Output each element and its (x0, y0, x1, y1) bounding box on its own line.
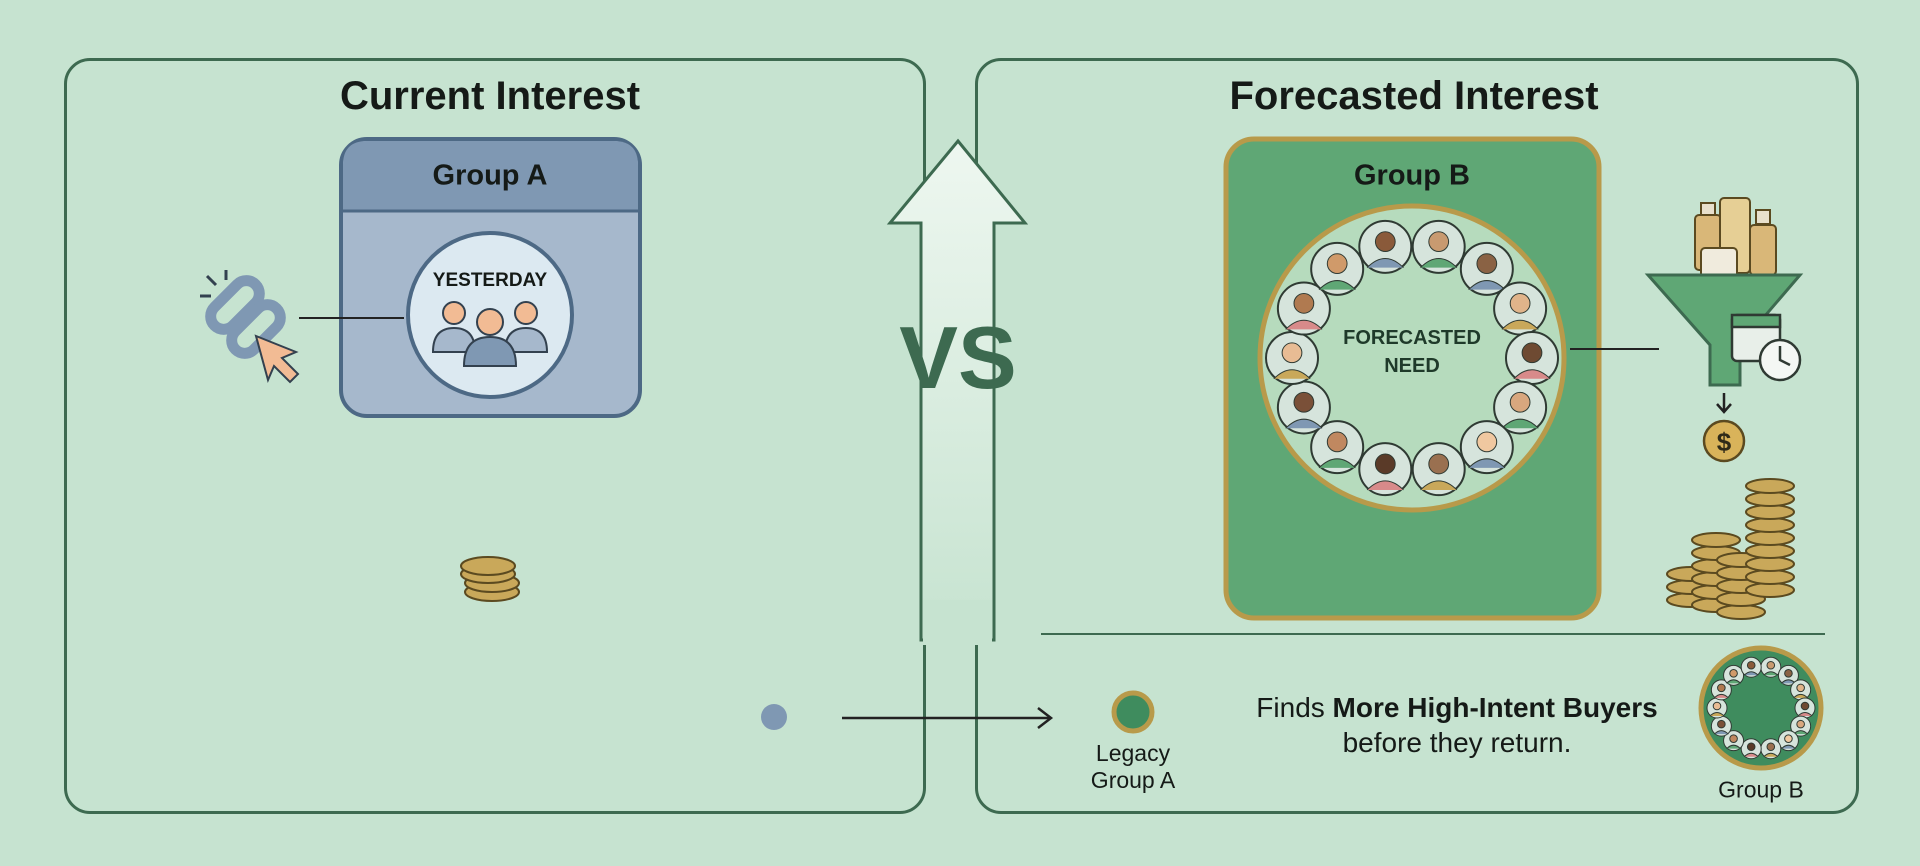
svg-text:$: $ (1717, 427, 1732, 457)
person-avatar-icon (1505, 331, 1559, 385)
down-arrow-icon (1716, 393, 1732, 414)
person-avatar-icon (1740, 656, 1762, 678)
person-avatar-icon (1790, 679, 1812, 701)
person-avatar-icon (1411, 442, 1466, 497)
coin-icon (1745, 582, 1795, 598)
person-avatar-icon (1777, 730, 1799, 752)
person-avatar-icon (1760, 656, 1782, 678)
group-b-mini-label: Group B (1718, 776, 1804, 803)
footer-message: Finds More High-Intent Buyers before the… (1256, 692, 1658, 758)
coin-stacks-icon (1666, 478, 1795, 620)
coin-icon (1745, 478, 1795, 494)
person-avatar-icon (1276, 380, 1331, 435)
coin-icon (1716, 604, 1766, 620)
person-avatar-icon (1493, 281, 1548, 336)
coin-icon (1745, 504, 1795, 520)
person-avatar-icon (1790, 715, 1812, 737)
coin-icon (1745, 491, 1795, 507)
person-avatar-icon (1710, 679, 1732, 701)
person-avatar-icon (1310, 420, 1365, 475)
person-avatar-icon (1740, 738, 1762, 760)
legacy-group-a-label: Legacy Group A (1090, 740, 1176, 793)
coin-icon (1691, 532, 1741, 548)
mini-avatar-ring (1706, 656, 1816, 760)
person-avatar-icon (1794, 697, 1816, 719)
avatar-ring (1265, 219, 1559, 497)
coin-icon (1745, 556, 1795, 572)
person-avatar-icon (1265, 331, 1319, 385)
coin-icon (1745, 543, 1795, 559)
forecasted-interest-title: Forecasted Interest (1229, 74, 1599, 118)
person-avatar-icon (1710, 715, 1732, 737)
up-arrow-icon (886, 138, 1029, 645)
funnel-icon (1644, 273, 1804, 387)
person-avatar-icon (1760, 738, 1782, 760)
cursor-icon (254, 334, 300, 384)
coin-icon (1745, 517, 1795, 533)
legacy-group-a-dot (1111, 690, 1155, 734)
person-avatar-icon (1723, 664, 1745, 686)
link-icon (200, 270, 286, 359)
calendar-clock-icon (1730, 313, 1802, 382)
forecasted-need-label: FORECASTED NEED (1343, 327, 1481, 377)
users-group-icon (431, 301, 549, 367)
person-avatar-icon (1777, 664, 1799, 686)
person-avatar-icon (1358, 219, 1413, 274)
person-avatar-icon (1358, 442, 1413, 497)
person-avatar-icon (1706, 697, 1728, 719)
person-avatar-icon (1310, 241, 1365, 296)
right-arrow-icon (842, 707, 1054, 729)
small-coin-stack-icon (460, 556, 520, 602)
person-avatar-icon (1459, 241, 1514, 296)
coin-icon (1745, 530, 1795, 546)
group-b-label: Group B (1354, 159, 1470, 192)
person-avatar-icon (1723, 730, 1745, 752)
person-avatar-icon (1459, 420, 1514, 475)
product-bottles-icon (1694, 197, 1777, 289)
group-a-dot (761, 704, 787, 730)
vs-label: VS (899, 308, 1017, 407)
current-interest-title: Current Interest (339, 74, 641, 118)
person-avatar-icon (1493, 380, 1548, 435)
person-avatar-icon (1276, 281, 1331, 336)
group-a-label: Group A (432, 159, 548, 192)
yesterday-label: YESTERDAY (432, 270, 548, 291)
dollar-coin-icon: $ (1702, 419, 1746, 463)
coin-icon (1745, 569, 1795, 585)
person-avatar-icon (1411, 219, 1466, 274)
